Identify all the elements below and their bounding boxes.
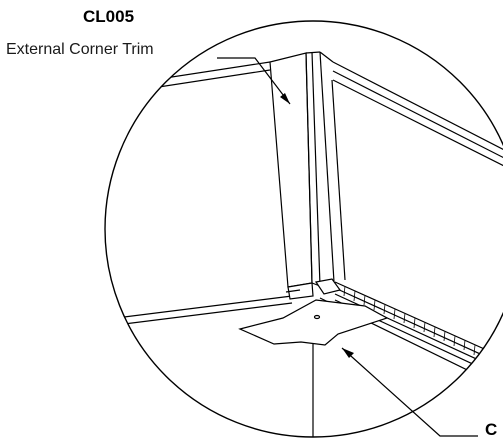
left-wall-panel bbox=[105, 61, 293, 328]
callout-code-top: CL005 bbox=[83, 7, 135, 26]
floor-plate bbox=[238, 299, 389, 437]
leader-line-top bbox=[217, 57, 291, 105]
external-corner-trim bbox=[269, 51, 335, 288]
leader-line-bottom bbox=[341, 347, 478, 437]
magnifier-circle bbox=[104, 20, 503, 438]
base-connector bbox=[285, 278, 342, 300]
base-track bbox=[319, 281, 503, 387]
detail-contents bbox=[105, 51, 503, 437]
callout-description-top: External Corner Trim bbox=[6, 41, 154, 58]
right-wall-panel bbox=[331, 61, 503, 281]
callout-code-bottom: C bbox=[485, 420, 498, 439]
